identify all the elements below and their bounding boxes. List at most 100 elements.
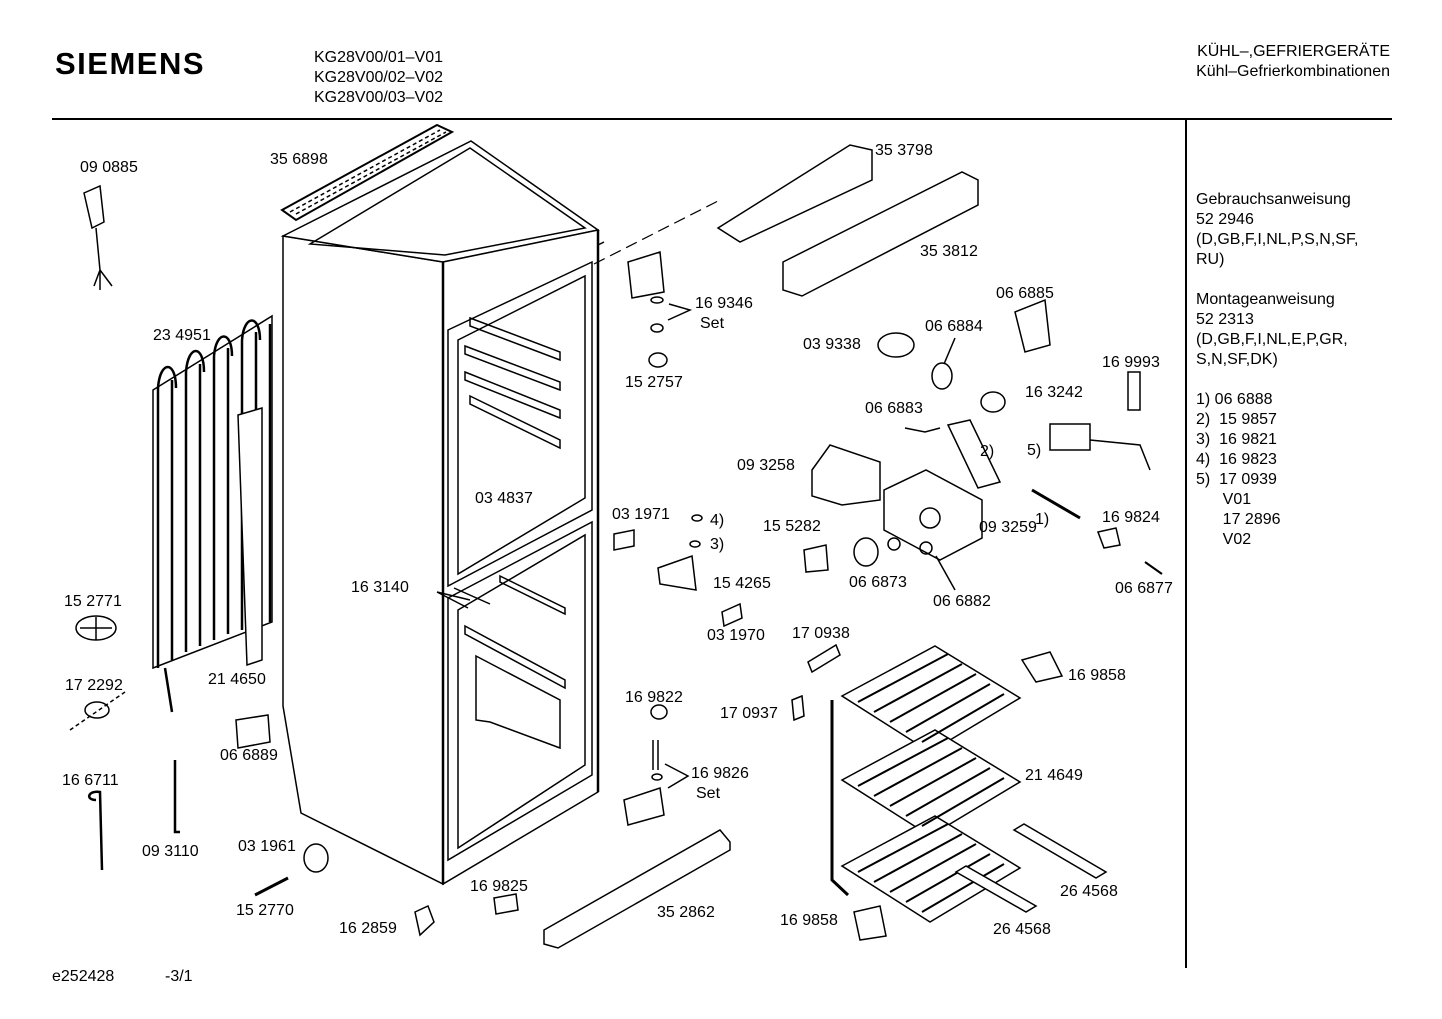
part-label: 16 9993 (1102, 354, 1160, 371)
strip-part (237, 407, 263, 667)
part-label: 15 2770 (236, 902, 294, 919)
lamp-cover-part (931, 362, 953, 390)
manual-line: 52 2313 (1196, 311, 1254, 328)
manual-line: Gebrauchsanweisung (1196, 191, 1351, 208)
part-label: 4) (710, 512, 724, 529)
cap-part (919, 541, 933, 555)
header-divider (52, 118, 1392, 120)
manual-usage: Gebrauchsanweisung 52 2946 (D,GB,F,I,NL,… (1196, 190, 1358, 270)
part-label: 16 9858 (780, 912, 838, 929)
part-label: 03 1970 (707, 627, 765, 644)
part-label: 15 5282 (763, 518, 821, 535)
part-label: 35 3812 (920, 243, 978, 260)
clamp-part (1144, 561, 1163, 575)
part-label: 15 4265 (713, 575, 771, 592)
footnote: 4) 16 9823 (1196, 451, 1277, 468)
part-label: 09 3258 (737, 457, 795, 474)
footnote: 3) 16 9821 (1196, 431, 1277, 448)
part-label: 15 2771 (64, 593, 122, 610)
holder-part (1127, 371, 1141, 411)
part-label: 06 6889 (220, 747, 278, 764)
bottom-hinge-part (623, 787, 665, 826)
top-hinge-part (627, 251, 668, 368)
part-label: 16 6711 (62, 772, 119, 789)
part-label: 03 9338 (803, 336, 861, 353)
part-label: 17 0938 (792, 625, 850, 642)
dryer-part (69, 691, 126, 731)
part-label: 21 4649 (1025, 767, 1083, 784)
part-label: 06 6883 (865, 400, 923, 417)
part-label: 03 1971 (612, 506, 670, 523)
part-label: 09 0885 (80, 159, 138, 176)
footnotes: 1) 06 6888 2) 15 9857 3) 16 9821 4) 16 9… (1196, 390, 1358, 550)
part-label: 35 3798 (875, 142, 933, 159)
part-label: 06 6873 (849, 574, 907, 591)
footnote: 2) 15 9857 (1196, 411, 1277, 428)
spring-part (904, 427, 941, 433)
part-label: Set (700, 315, 725, 332)
model-number: KG28V00/01–V01 (314, 49, 443, 66)
part-label: 23 4951 (153, 327, 211, 344)
part-label: 35 6898 (270, 151, 328, 168)
part-label: 09 3110 (142, 843, 199, 860)
knob-part (853, 537, 879, 567)
rail-part (954, 865, 1038, 913)
screw-part (414, 904, 435, 937)
pad-part (613, 529, 635, 551)
part-label: Set (696, 785, 721, 802)
part-label: 06 6885 (996, 285, 1054, 302)
thermostat-housing-part (883, 469, 983, 561)
middle-hinge-part (657, 554, 697, 591)
part-label: 26 4568 (993, 921, 1051, 938)
footnote: 5) 17 0939 (1196, 471, 1277, 488)
category-label: KÜHL–,GEFRIERGERÄTE (1197, 43, 1390, 60)
part-label: 16 9826 (691, 765, 749, 782)
manual-line: (D,GB,F,I,NL,P,S,N,SF, (1196, 231, 1359, 248)
sidebar-divider (1185, 118, 1187, 968)
part-label: 06 6882 (933, 593, 991, 610)
pad-part (721, 602, 743, 628)
part-label: 16 9346 (695, 295, 753, 312)
evaporator-part (830, 645, 1022, 923)
part-label: 03 1961 (238, 838, 296, 855)
footnote: V02 (1196, 531, 1252, 548)
footnote: 17 2896 (1196, 511, 1281, 528)
pin-part (807, 643, 841, 674)
drawing-id: e252428 (52, 968, 115, 985)
footnote: V01 (1196, 491, 1252, 508)
part-label: 5) (1027, 442, 1041, 459)
spacer-part (887, 537, 901, 551)
manual-line: RU) (1196, 251, 1225, 268)
part-label: 03 4837 (475, 490, 533, 507)
foot-part (303, 843, 329, 873)
thermostat-part (1049, 423, 1091, 451)
sleeve-part (791, 694, 805, 722)
part-label: 16 9822 (625, 689, 683, 706)
model-number: KG28V00/02–V02 (314, 69, 443, 86)
part-label: 26 4568 (1060, 883, 1118, 900)
part-label: 06 6877 (1115, 580, 1173, 597)
tube-part (173, 760, 180, 834)
fan-part (75, 615, 117, 641)
part-label: 15 2757 (625, 374, 683, 391)
part-label: 1) (1035, 511, 1049, 528)
model-list: KG28V00/01–V01 KG28V00/02–V02 KG28V00/03… (314, 48, 443, 108)
lens-part (1096, 527, 1121, 549)
bulb-part (877, 332, 915, 358)
part-label: 16 9824 (1102, 509, 1160, 526)
manual-line: S,N,SF,DK) (1196, 351, 1278, 368)
exploded-diagram: 09 0885 35 6898 35 3798 35 3812 16 9346 … (62, 123, 1173, 949)
manual-assembly: Montageanweisung 52 2313 (D,GB,F,I,NL,E,… (1196, 290, 1358, 370)
bracket-part (1014, 298, 1051, 353)
top-panel-part (782, 171, 979, 297)
rail-part (1012, 823, 1108, 879)
part-label: 16 2859 (339, 920, 397, 937)
part-label: 3) (710, 536, 724, 553)
switch-part (803, 544, 829, 573)
control-box-part (811, 444, 881, 506)
part-label: 21 4650 (208, 671, 266, 688)
lever-part (946, 419, 1002, 489)
door-shelf-part (543, 829, 731, 949)
subcategory-label: Kühl–Gefrierkombinationen (1196, 63, 1390, 80)
cap-part (493, 893, 519, 915)
